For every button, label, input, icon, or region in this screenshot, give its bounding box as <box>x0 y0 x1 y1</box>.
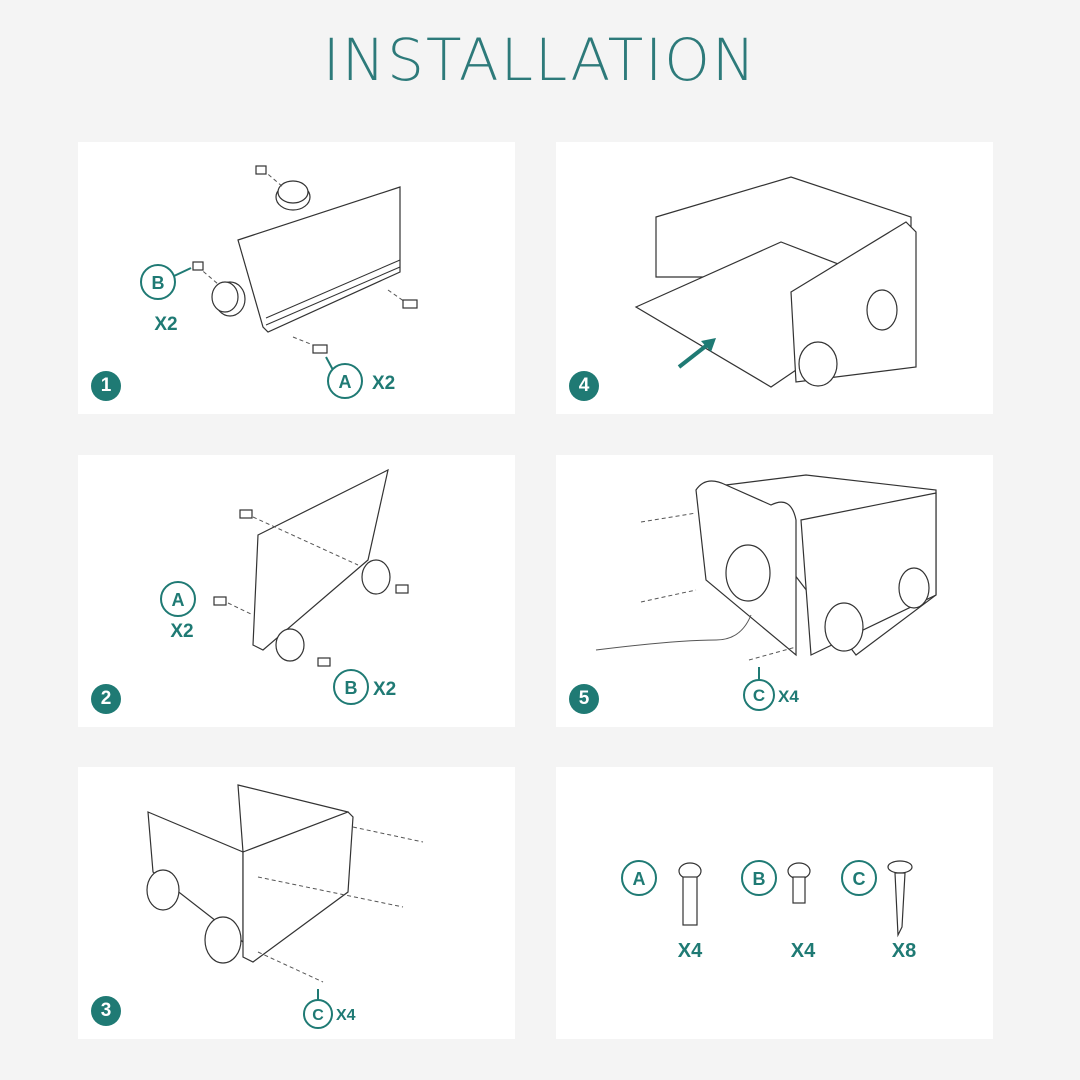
step-number-badge: 1 <box>91 371 121 401</box>
svg-text:X4: X4 <box>778 687 799 706</box>
step-5-panel: C X4 5 <box>556 455 993 727</box>
svg-text:C: C <box>853 869 866 889</box>
svg-text:X2: X2 <box>373 679 396 700</box>
step-number-badge: 2 <box>91 684 121 714</box>
parts-diagram: A X4 B X4 C X8 <box>621 860 916 962</box>
step-4-diagram <box>634 176 917 388</box>
svg-text:X4: X4 <box>678 940 703 962</box>
step-2-panel: A X2 B X2 2 <box>78 455 515 727</box>
callout-b-letter: B <box>152 273 165 293</box>
step-1-diagram: B X2 A X2 <box>140 165 418 399</box>
svg-text:X2: X2 <box>170 621 193 642</box>
wood-screw-icon <box>887 860 913 938</box>
step-5-diagram: C X4 <box>595 474 937 711</box>
bolt-short-icon <box>787 862 811 904</box>
svg-text:C: C <box>312 1007 324 1024</box>
svg-text:A: A <box>172 590 185 610</box>
step-3-panel: C X4 3 <box>78 767 515 1039</box>
svg-text:X2: X2 <box>154 314 177 335</box>
svg-text:B: B <box>753 869 766 889</box>
svg-text:X2: X2 <box>372 373 395 394</box>
svg-text:A: A <box>633 869 646 889</box>
svg-text:A: A <box>339 372 352 392</box>
svg-text:C: C <box>753 686 765 705</box>
page-title: INSTALLATION <box>322 26 758 94</box>
step-4-panel: 4 <box>556 142 993 414</box>
step-3-diagram: C X4 <box>146 784 424 1029</box>
step-1-panel: B X2 A X2 1 <box>78 142 515 414</box>
parts-panel: A X4 B X4 C X8 <box>556 767 993 1039</box>
step-2-diagram: A X2 B X2 <box>160 468 409 705</box>
step-number-badge: 3 <box>91 996 121 1026</box>
step-number-badge: 4 <box>569 371 599 401</box>
bolt-long-icon <box>678 862 702 926</box>
svg-text:X8: X8 <box>892 940 916 962</box>
step-number-badge: 5 <box>569 684 599 714</box>
svg-text:X4: X4 <box>791 940 816 962</box>
svg-text:X4: X4 <box>336 1007 356 1024</box>
svg-text:B: B <box>345 678 358 698</box>
